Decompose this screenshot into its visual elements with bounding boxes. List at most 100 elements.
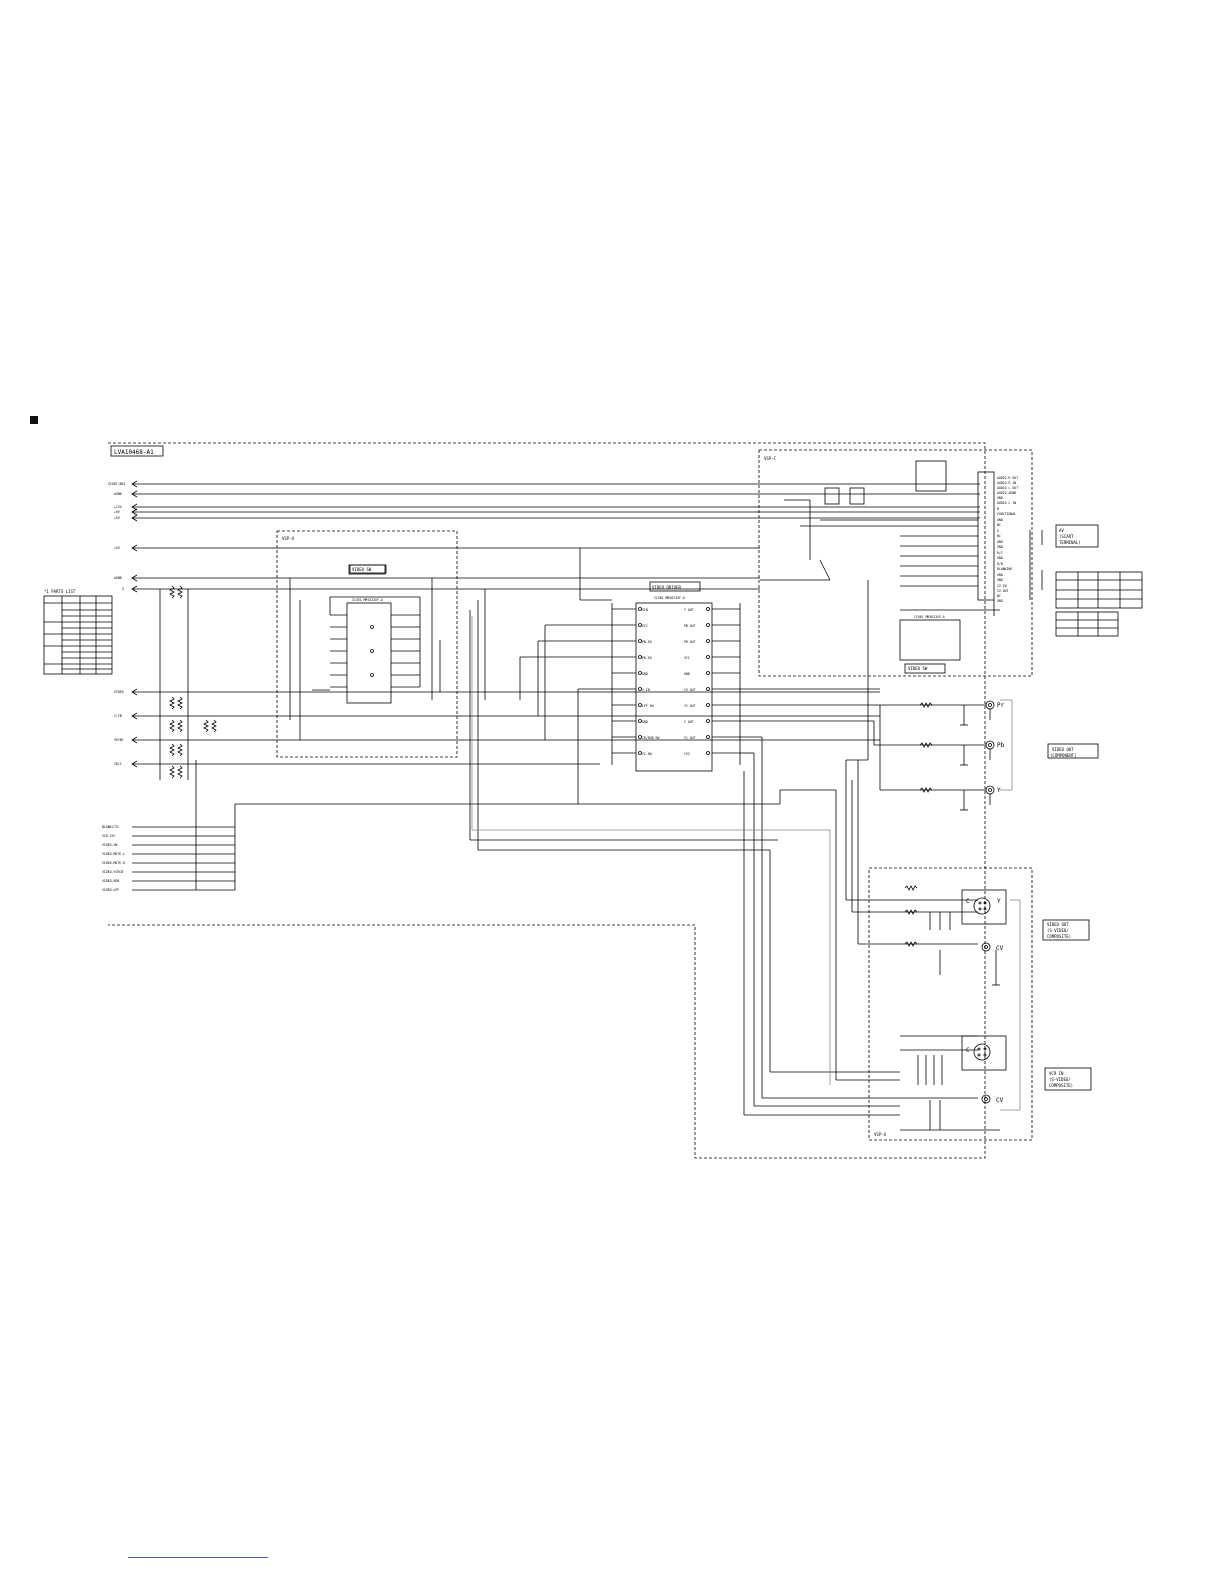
- scart-pin: BLANKING: [997, 567, 1012, 571]
- driver-pin-labels: VIN VCC PB-IN PR-IN GND Y-IN LPF SW GND …: [642, 608, 696, 756]
- video-sw2-label: VIDEO SW: [908, 666, 928, 671]
- section-bullet: [30, 416, 38, 424]
- input-label: CB/Y: [114, 762, 122, 766]
- svideo-pin-cv: CV: [996, 945, 1004, 952]
- pin-label: VIN: [642, 608, 648, 612]
- ic-name: IC451 MM1523XF-A: [352, 598, 383, 602]
- video-driver-label: VIDEO DRIVER: [652, 585, 681, 590]
- scart-pin: FUNCTIONAL: [997, 512, 1016, 516]
- scart-pin: GND: [997, 545, 1003, 549]
- control-label: VIDEO-MUTE-R: [102, 861, 125, 865]
- component-label-box: [1047, 743, 1099, 759]
- vcr-label: COMPOSITE): [1049, 1083, 1073, 1088]
- input-label: +12V: [114, 505, 122, 509]
- input-label: Y/CB: [114, 714, 122, 718]
- scart-pin: NC: [997, 523, 1001, 527]
- vsp-c-outline: [758, 449, 1033, 677]
- input-label: VSYNC: [114, 738, 124, 742]
- scart-label: AV: [1059, 528, 1064, 533]
- board-id-box: [110, 445, 164, 457]
- scart-pin: GND: [997, 518, 1003, 522]
- ic501-video-driver: [579, 548, 741, 772]
- svideo-pin-c: C: [966, 898, 970, 905]
- scart-pin: AUDIO AGND: [997, 491, 1016, 495]
- scart-pin: AUDIO L OUT: [997, 486, 1018, 490]
- pin-label: CR/RGB SW: [642, 736, 659, 740]
- pin-label: CV2: [684, 752, 690, 756]
- scart-pin: GND: [997, 496, 1003, 500]
- input-label: VIDEO: [114, 690, 124, 694]
- scart-pin-labels: AUDIO R OUT AUDIO R IN AUDIO L OUT AUDIO…: [997, 476, 1018, 603]
- scart-label-box: [1055, 524, 1099, 548]
- pin-label: VCC: [684, 656, 690, 660]
- svideo-pin-y: Y: [997, 898, 1001, 905]
- control-label: VIDEO-LPF: [102, 888, 119, 892]
- input-label: AGND: [114, 576, 122, 580]
- input-arrows: [131, 480, 138, 768]
- scart-pin: GND: [997, 573, 1003, 577]
- control-label: BLANK/CTL: [102, 825, 119, 829]
- bus-lines: [132, 483, 980, 765]
- scart-pin: AUDIO R OUT: [997, 476, 1018, 480]
- control-label: VIDEO-YCRCB: [102, 870, 123, 874]
- ic-name: IC501 MM1623XF-A: [654, 596, 685, 600]
- scart-pin: NC: [997, 534, 1001, 538]
- footer-link-line: [128, 1557, 268, 1558]
- ic-name: IC601 MM1623XF-A: [914, 615, 945, 619]
- component-label: VIDEO OUT: [1052, 747, 1074, 752]
- svideo-label-box: [1042, 919, 1090, 941]
- pin-label: Y2 OUT: [684, 704, 696, 708]
- board-outline: [108, 442, 986, 1159]
- scart-pin: AUDIO L IN: [997, 501, 1016, 505]
- video-sw-label-box: [348, 564, 386, 575]
- scart-pin: R/B: [997, 562, 1003, 566]
- input-label: +5V: [114, 546, 120, 550]
- pin-label: PB-IN: [642, 640, 652, 644]
- pin-label: PB OUT: [684, 624, 696, 628]
- pin-label: PR-IN: [642, 656, 652, 660]
- pin-label: C OUT: [684, 720, 694, 724]
- vsp-u2-outline: [868, 867, 1033, 1141]
- ic451-video-sw: [289, 564, 441, 740]
- video-sw2-label-box: [904, 663, 946, 674]
- shield-wires: [471, 616, 1021, 1111]
- input-label: +5V: [114, 516, 120, 520]
- video-sw-label: VIDEO SW: [352, 567, 372, 572]
- control-label: VIDEO-RGB: [102, 879, 119, 883]
- component-pin-pb: Pb: [997, 742, 1005, 749]
- vcr-input: [900, 1035, 1007, 1131]
- svideo-output: [904, 885, 1007, 986]
- pin-label: Y-IN: [642, 688, 650, 692]
- scart-pin: GND: [997, 540, 1003, 544]
- component-pin-y: Y: [997, 787, 1001, 794]
- svideo-label: COMPOSITE): [1047, 934, 1071, 939]
- scart-pin: NC: [997, 594, 1001, 598]
- component-pin-pr: Pr: [997, 702, 1005, 709]
- pin-label: GND: [642, 672, 648, 676]
- control-label: VIDEO-SW: [102, 843, 117, 847]
- parts-list-title: *1 PARTS LIST: [44, 589, 76, 594]
- scart-pin: GND: [997, 578, 1003, 582]
- scart-connector: [760, 460, 1043, 661]
- input-label: +9V: [114, 510, 120, 514]
- scart-pin: G: [997, 529, 999, 533]
- scart-pin: B: [997, 507, 999, 511]
- vcr-pin-cv: CV: [996, 1097, 1004, 1104]
- scart-label: TERMINAL): [1059, 540, 1081, 545]
- vcr-label: (S-VIDEO/: [1049, 1077, 1071, 1082]
- control-label: VCR-SYC: [102, 834, 116, 838]
- pin-label: LPF SW: [642, 704, 654, 708]
- pin-label: YC-SW: [642, 752, 652, 756]
- pin-label: PR OUT: [684, 640, 696, 644]
- component-output: [874, 700, 995, 811]
- scart-pin: CV-OUT: [997, 589, 1009, 593]
- scart-pin: R/C: [997, 551, 1003, 555]
- svideo-label: VIDEO OUT: [1047, 922, 1069, 927]
- component-label: (COMPONENT): [1050, 753, 1077, 758]
- scart-blanking-table: [1055, 611, 1119, 637]
- control-label: VIDEO-MUTE-L: [102, 852, 125, 856]
- scart-pin: AUDIO R IN: [997, 481, 1016, 485]
- control-lines: [132, 760, 780, 891]
